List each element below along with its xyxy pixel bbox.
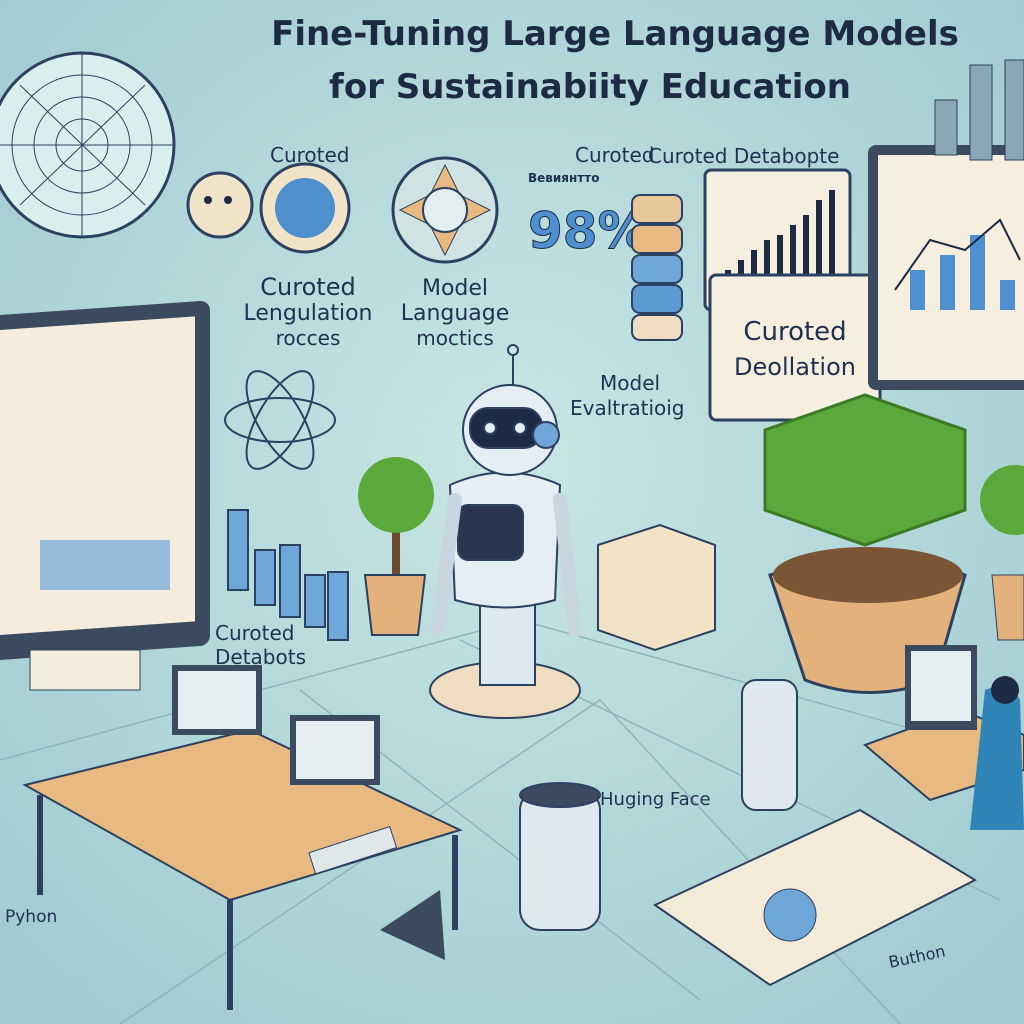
label-curoted-lengulation-1: Curoted <box>260 273 355 301</box>
data-cylinders <box>227 509 349 641</box>
robot <box>429 344 582 719</box>
label-hugging-face: Huging Face <box>600 789 711 810</box>
small-potted-tree <box>358 457 434 636</box>
right-desk <box>863 645 1024 830</box>
label-model-language-1: Model <box>422 276 488 301</box>
label-curoted-deollation-2: Deollation <box>734 353 856 381</box>
curoted-deollation-sign: Curoted Deollation <box>708 273 882 422</box>
radar-diagram <box>0 51 176 239</box>
stacked-discs <box>631 194 683 341</box>
label-curoted-lengulation-3: rocces <box>276 326 341 350</box>
cylinders-top-right <box>934 59 1024 161</box>
right-edge-tree <box>980 465 1024 641</box>
left-monitor <box>0 300 210 691</box>
title-line-1: Fine-Tuning Large Language Models <box>271 14 959 54</box>
percent-value: 98% <box>528 202 648 260</box>
large-potted-tree <box>763 393 967 694</box>
title-line-2: for Sustainabiity Education <box>329 67 851 107</box>
server-stack <box>519 679 798 931</box>
label-model-language-3: moctics <box>416 326 494 350</box>
label-curoted-detabopte: Curoted Detabopte <box>648 144 839 168</box>
left-desk <box>22 665 463 1010</box>
label-model-language-2: Language <box>401 301 510 326</box>
label-curoted: Curoted <box>270 143 350 167</box>
label-curoted-lengulation-2: Lengulation <box>244 301 373 326</box>
label-python-left: Pyhon <box>5 907 57 927</box>
atom-icon <box>224 370 336 470</box>
face-badge <box>186 171 254 239</box>
label-model-evaluation-2: Evaltratioig <box>570 396 685 420</box>
gear-icon <box>391 156 499 264</box>
label-model-evaluation-1: Model <box>600 371 660 395</box>
label-curoted-detabots-1: Curoted <box>215 621 295 645</box>
label-curoted-deollation-1: Curoted <box>743 317 846 347</box>
label-curoted-metric-2: Beвиянтто <box>528 171 599 185</box>
right-monitor <box>868 145 1024 390</box>
map-sheet <box>652 808 978 987</box>
label-curoted-metric-1: Curoted <box>575 143 655 167</box>
labeled-box <box>597 523 716 652</box>
